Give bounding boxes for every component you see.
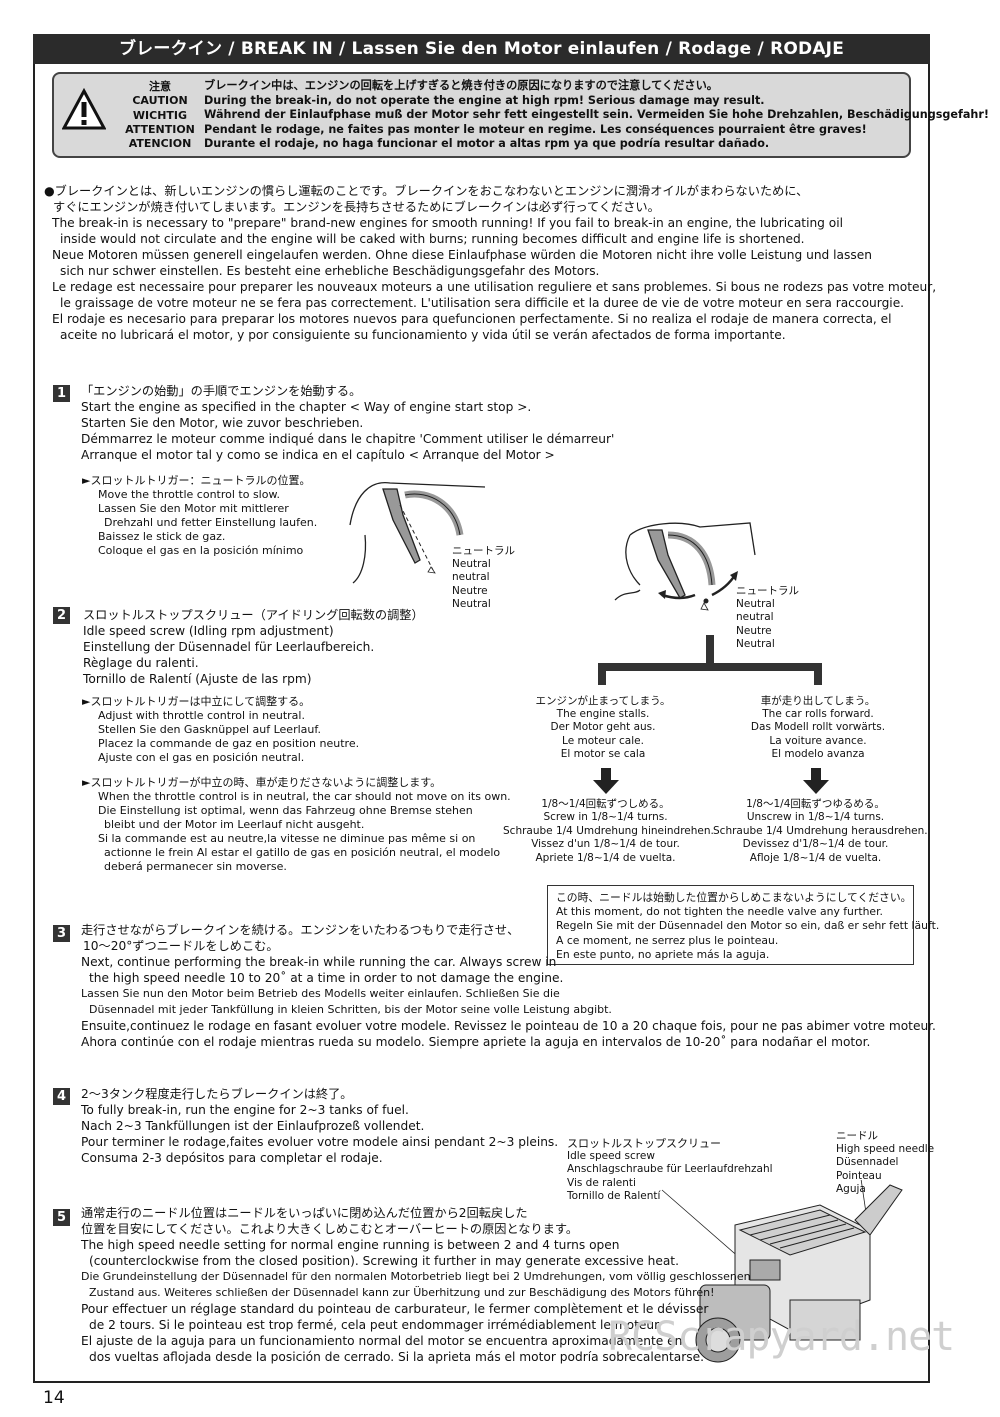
left-result: エンジンが止まってしまう。The engine stalls. Der Moto…: [535, 695, 671, 760]
needle-note-box: この時、ニードルは始動した位置からしめこまないようにしてください。At this…: [547, 885, 939, 965]
caution-messages: ブレークイン中は、エンジンの回転を上げすぎると焼き付きの原因になりますので注意し…: [204, 79, 989, 151]
step-4-text: 2〜3タンク程度走行したらブレークインは終了。To fully break-in…: [81, 1087, 559, 1165]
step-4-number: 4: [53, 1088, 70, 1105]
step-2-sub-1: ►スロットルトリガーは中立にして調整する。Adjust with throttl…: [82, 695, 360, 764]
engine-illustration: [661, 1180, 903, 1363]
right-result: 車が走り出してしまう。The car rolls forward. Das Mo…: [750, 695, 886, 760]
transmitter-illustration-neutral: [349, 482, 486, 584]
step-1-number: 1: [53, 385, 70, 402]
left-down-arrow-icon: [593, 768, 619, 794]
warning-icon: [62, 88, 106, 130]
intro-text: ●ブレークインとは、新しいエンジンの慣らし運転のことです。ブレークインをおこなわ…: [44, 184, 937, 342]
step-1-sub: ►スロットルトリガー：ニュートラルの位置。Move the throttle c…: [82, 474, 318, 557]
step-5-text: 通常走行のニードル位置はニードルをいっぱいに閉め込んだ位置から2回転戻した位置を…: [81, 1206, 751, 1364]
step-2-text: スロットルストップスクリュー（アイドリング回転数の調整）Idle speed s…: [83, 608, 424, 686]
right-action: 1/8〜1/4回転ずつゆるめる。Unscrew in 1/8~1/4 turns…: [713, 798, 928, 864]
page-number: 14: [43, 1388, 65, 1408]
step-2-sub-2: ►スロットルトリガーが中立の時、車が走りださないように調整します。When th…: [82, 776, 511, 873]
step-3-text: 走行させながらブレークインを続ける。エンジンをいたわるつもりで走行させ、10〜2…: [81, 923, 936, 1049]
step-3-number: 3: [53, 925, 70, 942]
step-5-number: 5: [53, 1209, 70, 1226]
watermark: RCScrapyard.net: [608, 1314, 955, 1360]
left-action: 1/8〜1/4回転ずつしめる。Screw in 1/8~1/4 turns. S…: [503, 798, 714, 864]
step-2-number: 2: [53, 607, 70, 624]
branch-diagram: [598, 635, 822, 685]
page-title: ブレークイン / BREAK IN / Lassen Sie den Motor…: [33, 34, 930, 64]
transmitter-illustration-adjust: [614, 522, 756, 611]
right-down-arrow-icon: [803, 768, 829, 794]
step-1-text: 「エンジンの始動」の手順でエンジンを始動する。Start the engine …: [81, 384, 615, 462]
